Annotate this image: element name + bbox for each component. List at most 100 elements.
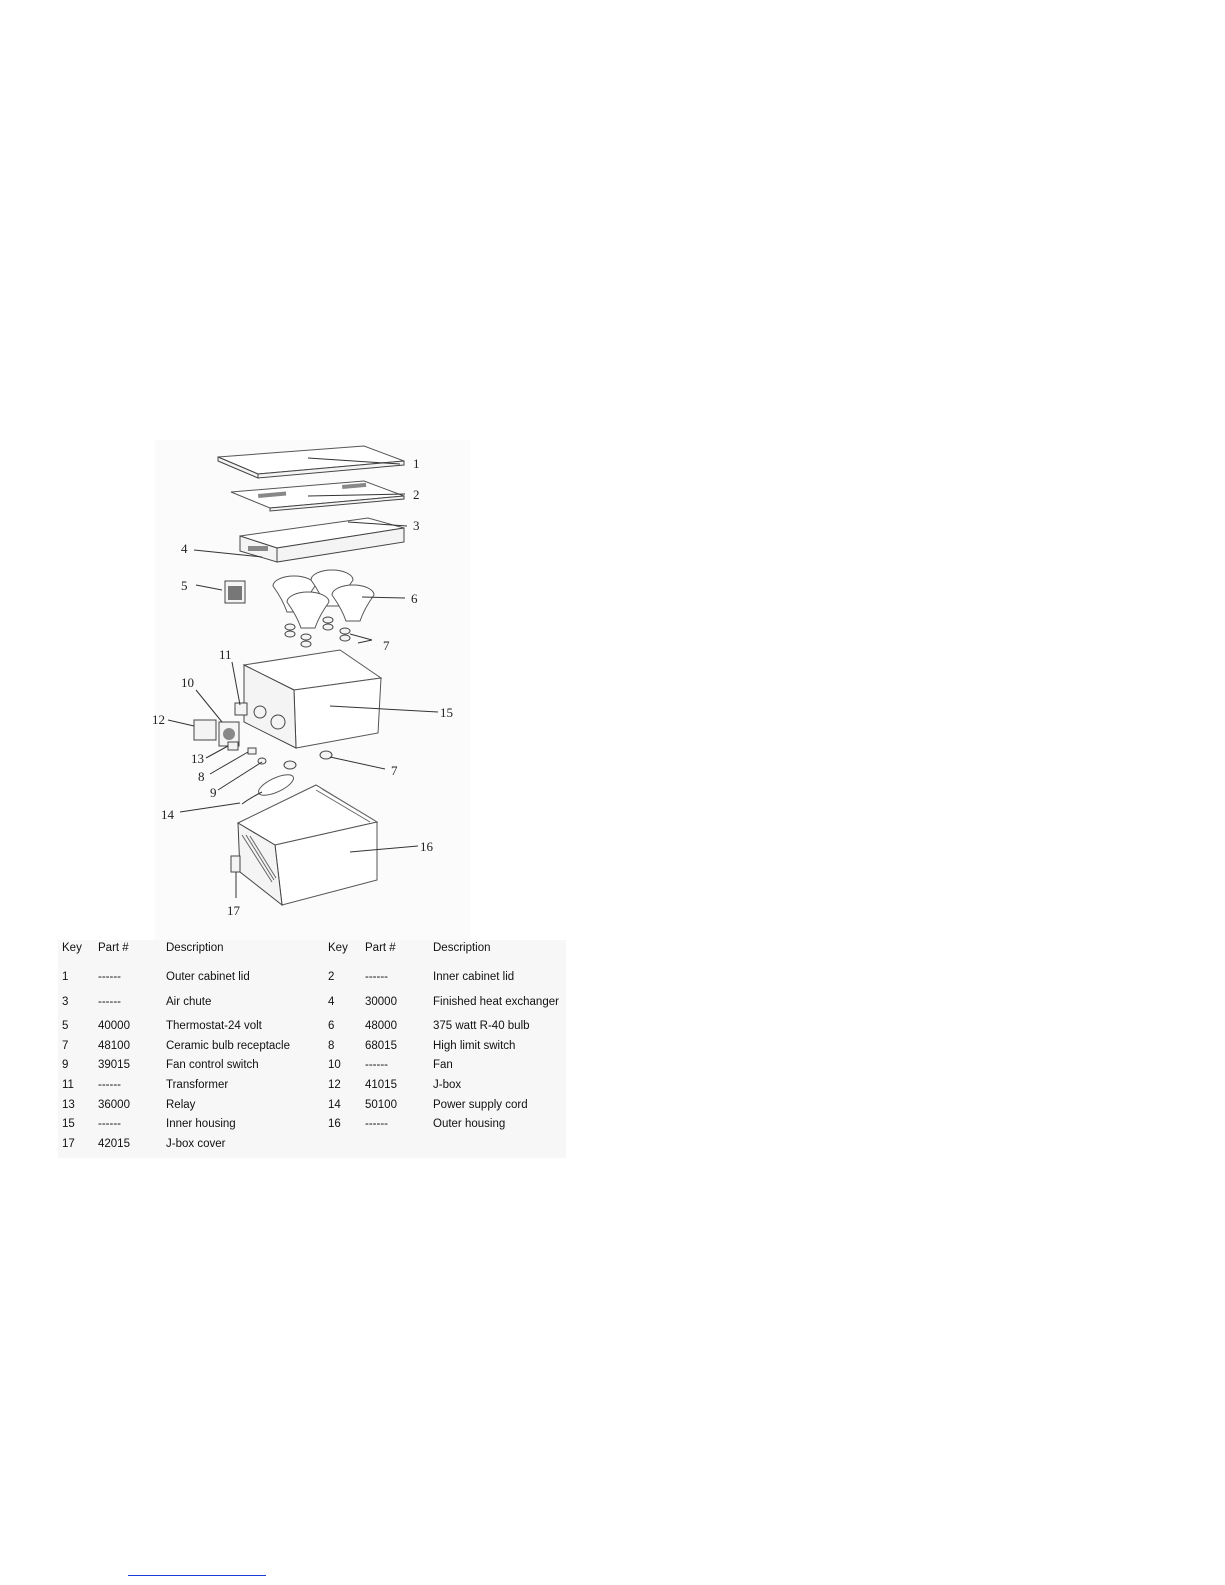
key-cell: 4 (328, 995, 335, 1008)
description-cell: J-box (433, 1078, 462, 1091)
part-cell (365, 1138, 433, 1158)
description-cell: J-box cover (166, 1137, 226, 1150)
header-part: Part # (98, 942, 129, 954)
table-row: 17 42015 J-box cover (58, 1138, 566, 1158)
table-row: 5 40000 Thermostat-24 volt 6 48000 375 w… (58, 1015, 566, 1040)
part-cell: ------ (98, 995, 121, 1008)
header-description: Description (166, 942, 224, 954)
part-cell: ------ (365, 971, 388, 983)
part-cell: 50100 (365, 1098, 397, 1111)
callout-1: 1 (413, 456, 420, 471)
key-cell: 8 (328, 1039, 335, 1052)
part-cell: 39015 (98, 1059, 130, 1072)
table-row: 9 39015 Fan control switch 10 ------ Fan (58, 1059, 566, 1079)
part-cell: 41015 (365, 1078, 397, 1091)
key-cell: 10 (328, 1059, 341, 1072)
key-cell (328, 1138, 365, 1158)
description-cell: Inner cabinet lid (433, 971, 515, 983)
exploded-parts-diagram: 1 2 3 4 5 6 7 7 8 9 10 11 12 13 14 15 16… (152, 445, 453, 918)
inner-housing (242, 649, 383, 749)
parts-table-header: Key Part # Description Key Part # Descri… (58, 942, 566, 966)
description-cell: 375 watt R-40 bulb (433, 1020, 530, 1033)
callout-8: 8 (198, 769, 205, 784)
callout-16: 16 (420, 839, 434, 854)
callout-7a: 7 (383, 638, 390, 653)
key-cell: 9 (62, 1059, 69, 1072)
thermostat (224, 580, 246, 604)
description-cell: Power supply cord (433, 1098, 528, 1111)
key-cell: 17 (62, 1137, 75, 1150)
key-cell: 3 (62, 995, 69, 1008)
header-description-2: Description (433, 942, 491, 954)
key-cell: 11 (62, 1078, 74, 1091)
callout-numbers: 1 2 3 4 5 6 7 7 8 9 10 11 12 13 14 15 16… (152, 456, 453, 918)
key-cell: 14 (328, 1098, 341, 1111)
part-cell: ------ (98, 1118, 121, 1131)
key-cell: 15 (62, 1118, 75, 1131)
description-cell: Fan control switch (166, 1059, 259, 1072)
header-key: Key (62, 942, 82, 954)
parts-table-background (58, 940, 566, 1158)
description-cell: Outer housing (433, 1118, 506, 1131)
key-cell: 1 (62, 971, 69, 983)
part-cell: 48000 (365, 1020, 397, 1033)
callout-3: 3 (413, 518, 420, 533)
part-cell: 30000 (365, 995, 397, 1008)
j-box-cover (230, 855, 241, 873)
callout-5: 5 (181, 578, 188, 593)
description-cell: Thermostat-24 volt (166, 1020, 262, 1033)
part-cell: ------ (98, 1078, 121, 1091)
air-chute (239, 517, 405, 563)
callout-15: 15 (440, 705, 453, 720)
callout-2: 2 (413, 487, 420, 502)
description-cell: Air chute (166, 995, 212, 1008)
key-cell: 2 (328, 971, 335, 983)
description-cell: Ceramic bulb receptacle (166, 1039, 291, 1052)
parts-table: Key Part # Description Key Part # Descri… (58, 942, 566, 1157)
part-cell: 48100 (98, 1039, 130, 1052)
header-key-2: Key (328, 942, 348, 954)
outer-cabinet-lid (217, 445, 405, 479)
description-cell: High limit switch (433, 1039, 516, 1052)
power-supply-cord (241, 774, 294, 805)
key-cell: 16 (328, 1118, 341, 1131)
callout-10: 10 (181, 675, 194, 690)
inner-cabinet-lid (230, 480, 405, 512)
description-cell: Fan (433, 1059, 453, 1072)
footer-link-underline[interactable] (128, 1575, 266, 1576)
leader-lines (167, 457, 439, 898)
key-cell: 12 (328, 1078, 341, 1091)
callout-7b: 7 (391, 763, 398, 778)
bulb-receptacles (283, 616, 351, 770)
table-row: 1 ------ Outer cabinet lid 2 ------ Inne… (58, 966, 566, 991)
callout-9: 9 (210, 785, 217, 800)
bulbs (272, 569, 375, 629)
callout-4: 4 (181, 541, 188, 556)
key-cell: 6 (328, 1020, 335, 1033)
part-cell: ------ (365, 1118, 388, 1131)
description-cell: Relay (166, 1098, 196, 1111)
fan-transformer-relay (193, 702, 267, 765)
table-row: 13 36000 Relay 14 50100 Power supply cor… (58, 1099, 566, 1119)
part-cell: 36000 (98, 1098, 130, 1111)
table-row: 11 ------ Transformer 12 41015 J-box (58, 1079, 566, 1099)
description-cell: Transformer (166, 1078, 229, 1091)
callout-13: 13 (191, 751, 204, 766)
key-cell: 5 (62, 1020, 69, 1033)
part-cell: ------ (98, 971, 121, 983)
table-row: 15 ------ Inner housing 16 ------ Outer … (58, 1118, 566, 1138)
part-cell: ------ (365, 1059, 388, 1072)
callout-17: 17 (227, 903, 241, 918)
part-cell: 40000 (98, 1020, 130, 1033)
callout-14: 14 (161, 807, 175, 822)
callout-11: 11 (219, 647, 232, 662)
callout-12: 12 (152, 712, 165, 727)
description-cell: Outer cabinet lid (166, 971, 250, 983)
callout-6: 6 (411, 591, 418, 606)
outer-housing (236, 784, 379, 907)
key-cell: 13 (62, 1098, 75, 1111)
part-cell: 68015 (365, 1039, 397, 1052)
part-cell: 42015 (98, 1137, 130, 1150)
key-cell: 7 (62, 1039, 69, 1052)
table-row: 7 48100 Ceramic bulb receptacle 8 68015 … (58, 1040, 566, 1060)
